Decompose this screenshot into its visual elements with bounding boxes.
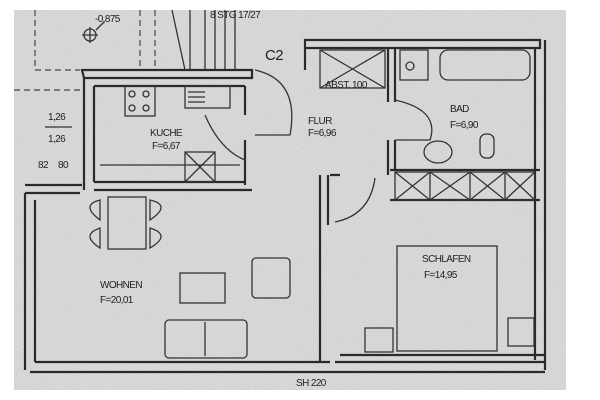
dim-small-b: 80: [58, 160, 69, 171]
window-sill-label: SH 220: [296, 378, 327, 389]
dim-small-a: 82: [38, 160, 49, 171]
stairs-label: 8 STG 17/27: [210, 10, 261, 21]
storage-box: [319, 49, 386, 89]
dining-set: [89, 196, 162, 250]
kitchen-fixtures: [100, 85, 240, 183]
room-area-bad: F=6,90: [450, 120, 479, 131]
wardrobe: [394, 171, 536, 201]
stairwell: [14, 9, 236, 91]
room-area-schlafen: F=14,95: [424, 270, 458, 281]
room-area-flur: F=6,96: [308, 128, 337, 139]
room-name-flur: FLUR: [308, 116, 332, 127]
room-name-schlafen: SCHLAFEN: [422, 254, 471, 265]
level-label: -0,875: [95, 14, 121, 25]
room-name-bad: BAD: [450, 104, 469, 115]
doors: [204, 69, 433, 223]
storage-label: ABST. 100: [325, 80, 368, 91]
unit-label: C2: [265, 47, 283, 64]
living-furniture: [164, 257, 291, 359]
room-area-kuche: F=6,67: [152, 141, 181, 152]
room-area-wohnen: F=20,01: [100, 295, 134, 306]
room-name-wohnen: WOHNEN: [100, 280, 142, 291]
bed: [364, 245, 535, 353]
room-name-kuche: KUCHE: [150, 128, 183, 139]
bath-fixtures: [399, 49, 531, 164]
dim-top-label: 1,26: [48, 112, 66, 123]
dim-bottom-label: 1,26: [48, 134, 66, 145]
